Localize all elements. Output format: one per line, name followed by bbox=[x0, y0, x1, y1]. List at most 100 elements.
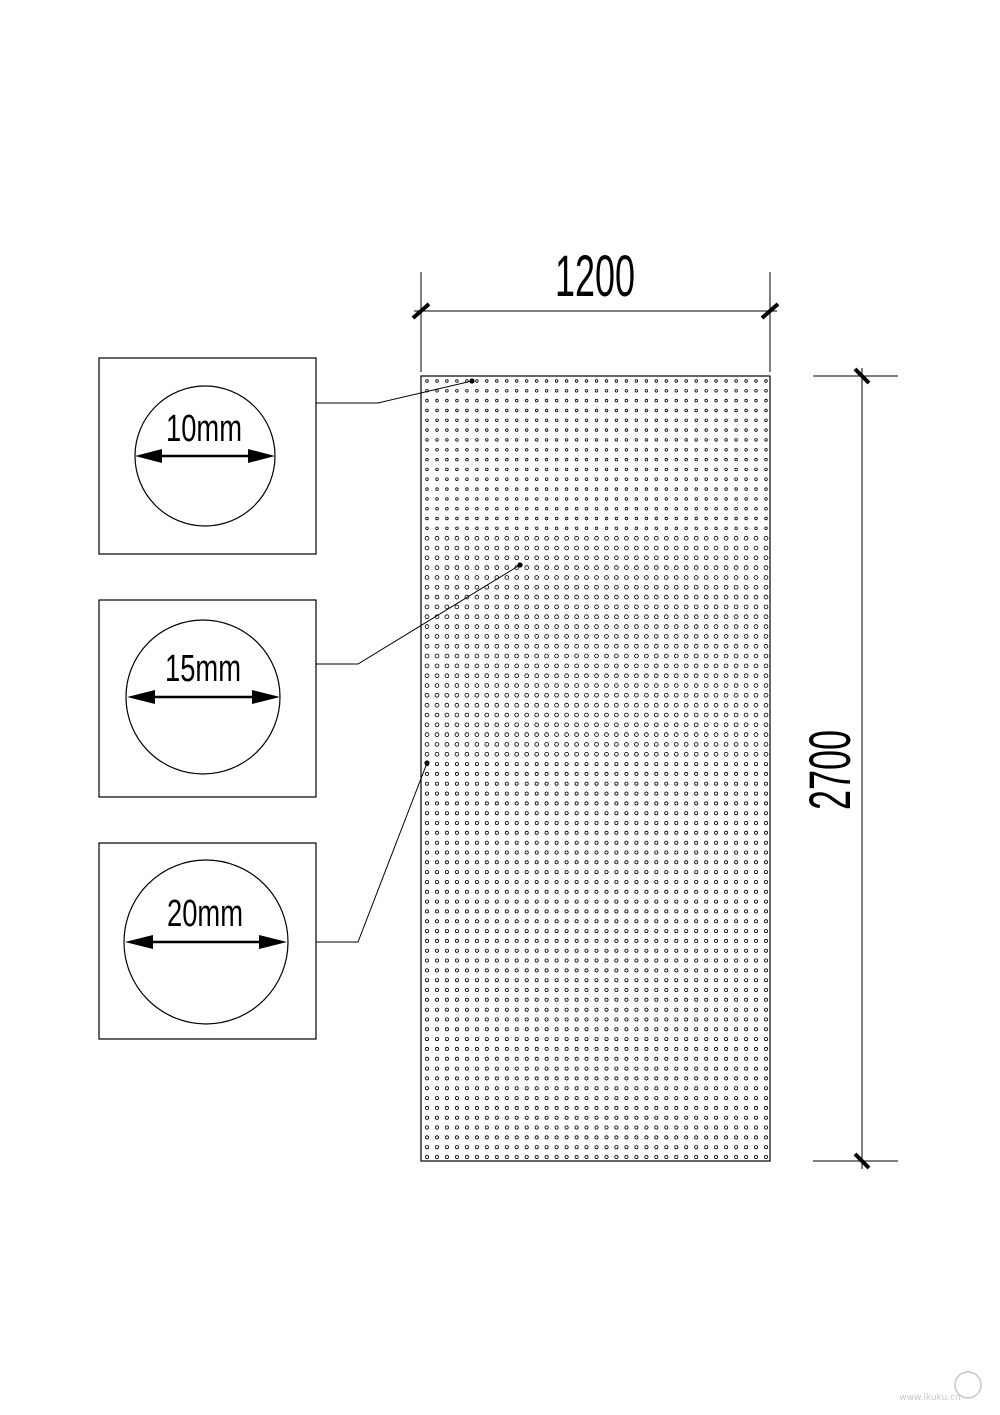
perforation-hole bbox=[734, 1017, 739, 1022]
perforation-hole bbox=[694, 1007, 699, 1012]
perforation-hole bbox=[444, 830, 449, 835]
perforation-hole bbox=[724, 958, 729, 963]
perforation-hole bbox=[684, 1007, 689, 1012]
perforation-hole bbox=[734, 1086, 739, 1091]
perforation-hole bbox=[484, 614, 490, 619]
perforation-hole bbox=[663, 535, 669, 541]
perforation-hole bbox=[624, 781, 629, 786]
perforation-hole bbox=[664, 830, 669, 835]
perforation-hole bbox=[674, 398, 678, 403]
perforation-hole bbox=[644, 1037, 649, 1042]
perforation-hole bbox=[534, 1007, 539, 1012]
perforation-hole bbox=[454, 870, 459, 875]
perforation-hole bbox=[694, 830, 699, 835]
perforation-hole bbox=[634, 535, 639, 541]
perforation-hole bbox=[494, 1056, 499, 1061]
perforation-hole bbox=[534, 821, 539, 826]
perforation-hole bbox=[424, 968, 429, 973]
perforation-hole bbox=[653, 624, 659, 629]
perforation-hole bbox=[484, 830, 489, 835]
perforation-hole bbox=[724, 968, 729, 973]
perforation-hole bbox=[584, 722, 589, 728]
perforation-hole bbox=[713, 643, 719, 649]
perforation-hole bbox=[734, 821, 739, 826]
perforation-hole bbox=[744, 457, 748, 462]
perforation-hole bbox=[534, 722, 539, 728]
perforation-hole bbox=[544, 742, 549, 747]
perforation-hole bbox=[724, 791, 729, 796]
perforation-hole bbox=[584, 1125, 589, 1130]
perforation-hole bbox=[514, 929, 519, 934]
perforation-hole bbox=[584, 634, 589, 639]
perforation-hole bbox=[485, 526, 489, 530]
perforation-hole bbox=[754, 978, 759, 983]
perforation-hole bbox=[634, 448, 639, 452]
perforation-hole bbox=[485, 428, 489, 432]
perforation-hole bbox=[714, 389, 718, 393]
perforation-hole bbox=[434, 742, 440, 747]
perforation-hole bbox=[434, 899, 439, 904]
perforation-hole bbox=[684, 516, 688, 521]
perforation-hole bbox=[663, 594, 669, 600]
perforation-hole bbox=[734, 1076, 739, 1081]
perforation-hole bbox=[504, 1086, 509, 1091]
perforation-hole bbox=[434, 732, 440, 737]
perforation-hole bbox=[753, 584, 759, 590]
perforation-hole bbox=[734, 1046, 739, 1051]
perforation-hole bbox=[454, 860, 459, 865]
perforation-hole bbox=[484, 1066, 489, 1071]
perforation-hole bbox=[554, 604, 559, 610]
perforation-hole bbox=[505, 497, 509, 501]
perforation-hole bbox=[694, 840, 699, 845]
perforation-hole bbox=[614, 1007, 619, 1012]
perforation-hole bbox=[724, 840, 729, 845]
perforation-hole bbox=[524, 830, 529, 835]
perforation-hole bbox=[644, 516, 649, 521]
perforation-hole bbox=[614, 712, 619, 718]
perforation-hole bbox=[554, 978, 559, 983]
perforation-hole bbox=[664, 1096, 669, 1101]
perforation-hole bbox=[454, 712, 460, 718]
perforation-hole bbox=[544, 1046, 549, 1051]
perforation-hole bbox=[734, 408, 738, 413]
perforation-hole bbox=[744, 448, 748, 452]
perforation-hole bbox=[534, 988, 539, 993]
perforation-hole bbox=[644, 1145, 649, 1150]
perforation-hole bbox=[424, 948, 429, 953]
perforation-hole bbox=[444, 771, 449, 776]
perforation-hole bbox=[634, 604, 639, 610]
perforation-hole bbox=[544, 673, 549, 678]
perforation-hole bbox=[424, 929, 429, 934]
perforation-hole bbox=[664, 929, 669, 934]
perforation-hole bbox=[544, 1066, 549, 1071]
perforation-hole bbox=[444, 712, 450, 718]
perforation-hole bbox=[504, 1037, 509, 1042]
perforation-hole bbox=[744, 418, 748, 422]
perforation-hole bbox=[674, 870, 679, 875]
perforation-hole bbox=[524, 732, 529, 737]
perforation-hole bbox=[484, 919, 489, 924]
perforation-hole bbox=[534, 840, 539, 845]
perforation-hole bbox=[594, 1007, 599, 1012]
perforation-hole bbox=[744, 408, 748, 413]
perforation-hole bbox=[594, 584, 599, 590]
perforation-hole bbox=[624, 889, 629, 894]
perforation-hole bbox=[494, 1037, 499, 1042]
perforation-hole bbox=[444, 604, 450, 610]
perforation-hole bbox=[504, 821, 509, 826]
perforation-hole bbox=[653, 742, 659, 747]
perforation-hole bbox=[464, 634, 470, 639]
perforation-hole bbox=[714, 821, 719, 826]
perforation-hole bbox=[484, 702, 490, 708]
perforation-hole bbox=[644, 1105, 649, 1110]
perforation-hole bbox=[474, 1007, 479, 1012]
detail-frame bbox=[98, 842, 317, 1040]
perforation-hole bbox=[424, 673, 430, 678]
perforation-hole bbox=[485, 487, 489, 491]
perforation-hole bbox=[634, 830, 639, 835]
perforation-hole bbox=[465, 516, 469, 521]
perforation-hole bbox=[614, 880, 619, 885]
perforation-hole bbox=[474, 1105, 479, 1110]
perforation-hole bbox=[704, 379, 708, 383]
perforation-hole bbox=[684, 889, 689, 894]
